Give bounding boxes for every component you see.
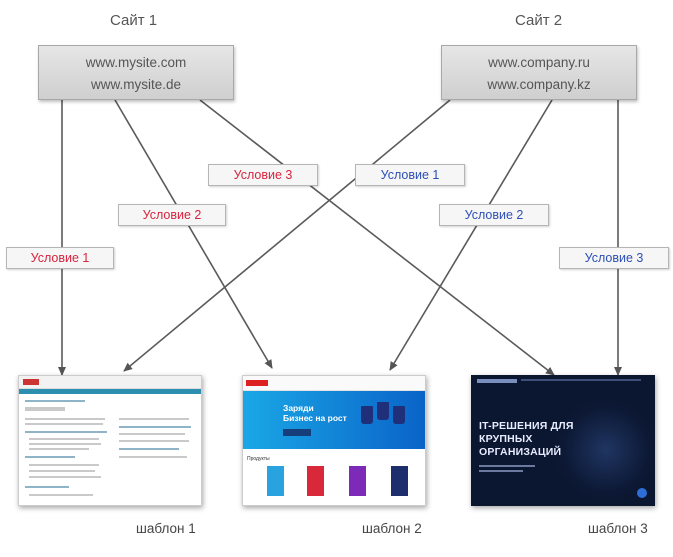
template-2-label: шаблон 2 [362, 521, 422, 536]
cup-icon [361, 406, 373, 424]
site-2-domains-box: www.company.ru www.company.kz [441, 45, 637, 100]
site-2-condition-1: Условие 1 [355, 164, 465, 186]
cup-icon [393, 406, 405, 424]
site-2-domain-2: www.company.kz [487, 77, 591, 92]
products-heading: Продукты [247, 456, 270, 462]
logo-icon [246, 380, 268, 386]
site-2-domain-1: www.company.ru [488, 55, 590, 70]
logo-icon [23, 379, 39, 385]
site-1-condition-3: Условие 3 [208, 164, 318, 186]
product-box [391, 466, 408, 496]
arrow-site1-cond3 [199, 99, 555, 376]
chat-icon [637, 488, 647, 498]
arrow-site2-cond1 [123, 99, 451, 372]
promo-banner-text: Заряди Бизнес на рост [283, 403, 347, 423]
site-2-title: Сайт 2 [515, 12, 563, 29]
site-2-condition-2: Условие 2 [439, 204, 549, 226]
arrow-site1-cond2 [114, 99, 273, 369]
site-1-domain-1: www.mysite.com [85, 55, 187, 70]
template-1-thumbnail [18, 375, 202, 506]
product-box [349, 466, 366, 496]
site-1-domain-2: www.mysite.de [90, 77, 182, 92]
site-1-condition-2: Условие 2 [118, 204, 226, 226]
arrow-site2-cond2 [389, 99, 553, 371]
product-box [267, 466, 284, 496]
template-3-thumbnail: IT-РЕШЕНИЯ ДЛЯ КРУПНЫХ ОРГАНИЗАЦИЙ [471, 375, 655, 506]
template-1-label: шаблон 1 [136, 521, 196, 536]
particle-globe [551, 395, 655, 505]
site-1-condition-1: Условие 1 [6, 247, 114, 269]
hero-heading: IT-РЕШЕНИЯ ДЛЯ КРУПНЫХ ОРГАНИЗАЦИЙ [479, 420, 574, 458]
product-box [307, 466, 324, 496]
cup-icon [377, 402, 389, 420]
site-2-condition-3: Условие 3 [559, 247, 669, 269]
template-2-thumbnail: Заряди Бизнес на рост Продукты [242, 375, 426, 506]
site-1-domains-box: www.mysite.com www.mysite.de [38, 45, 234, 100]
site-1-title: Сайт 1 [110, 12, 158, 29]
template-3-label: шаблон 3 [588, 521, 648, 536]
